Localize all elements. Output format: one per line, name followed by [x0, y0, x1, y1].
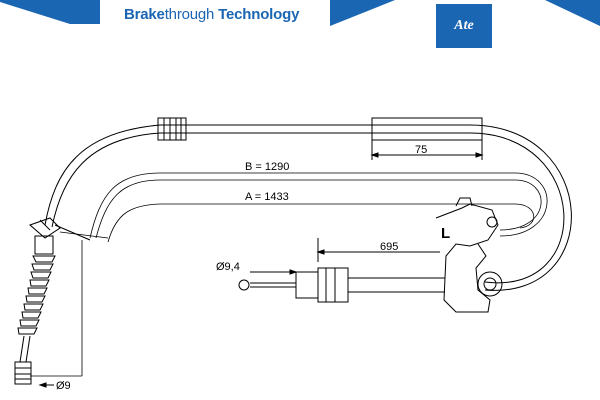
threaded-end [14, 361, 32, 385]
brand-light-part: through [164, 6, 219, 23]
label-b: B = 1290 [245, 161, 289, 173]
inner-cable-line-1 [89, 172, 548, 239]
label-phi-9-4: Ø9,4 [216, 261, 240, 273]
bellows-boot [17, 255, 56, 335]
ball-end [238, 279, 250, 291]
outer-sheath-line-2 [51, 132, 565, 284]
mount-fitting [29, 217, 61, 239]
inner-cable-line-2 [95, 179, 542, 239]
center-swoosh [330, 0, 395, 26]
left-swoosh [0, 0, 100, 24]
guide-line [107, 203, 535, 243]
header-banner [0, 0, 600, 26]
label-75: 75 [415, 144, 427, 156]
bracket-bushing [477, 271, 503, 297]
logo-text: Ate [454, 18, 474, 33]
brand-bold-part: Brake [124, 6, 165, 23]
fitting-body [317, 267, 349, 303]
fitting-nut [295, 271, 319, 299]
label-phi-9: Ø9 [56, 380, 71, 392]
label-a: A = 1433 [245, 191, 289, 203]
ate-logo: Ate [436, 4, 492, 48]
bracket-lever [435, 203, 499, 313]
protective-sleeve [371, 117, 483, 141]
brand-title: Brakethrough Technology [124, 6, 299, 23]
crimp-sleeve [157, 117, 187, 141]
bracket-pin-hole [486, 216, 498, 228]
boot-collar [34, 235, 54, 255]
right-swoosh [545, 0, 600, 26]
brand-bold-part-2: Technology [218, 6, 300, 23]
label-695: 695 [380, 241, 398, 253]
label-side: L [441, 225, 450, 242]
outer-sheath-line-1 [44, 124, 572, 291]
